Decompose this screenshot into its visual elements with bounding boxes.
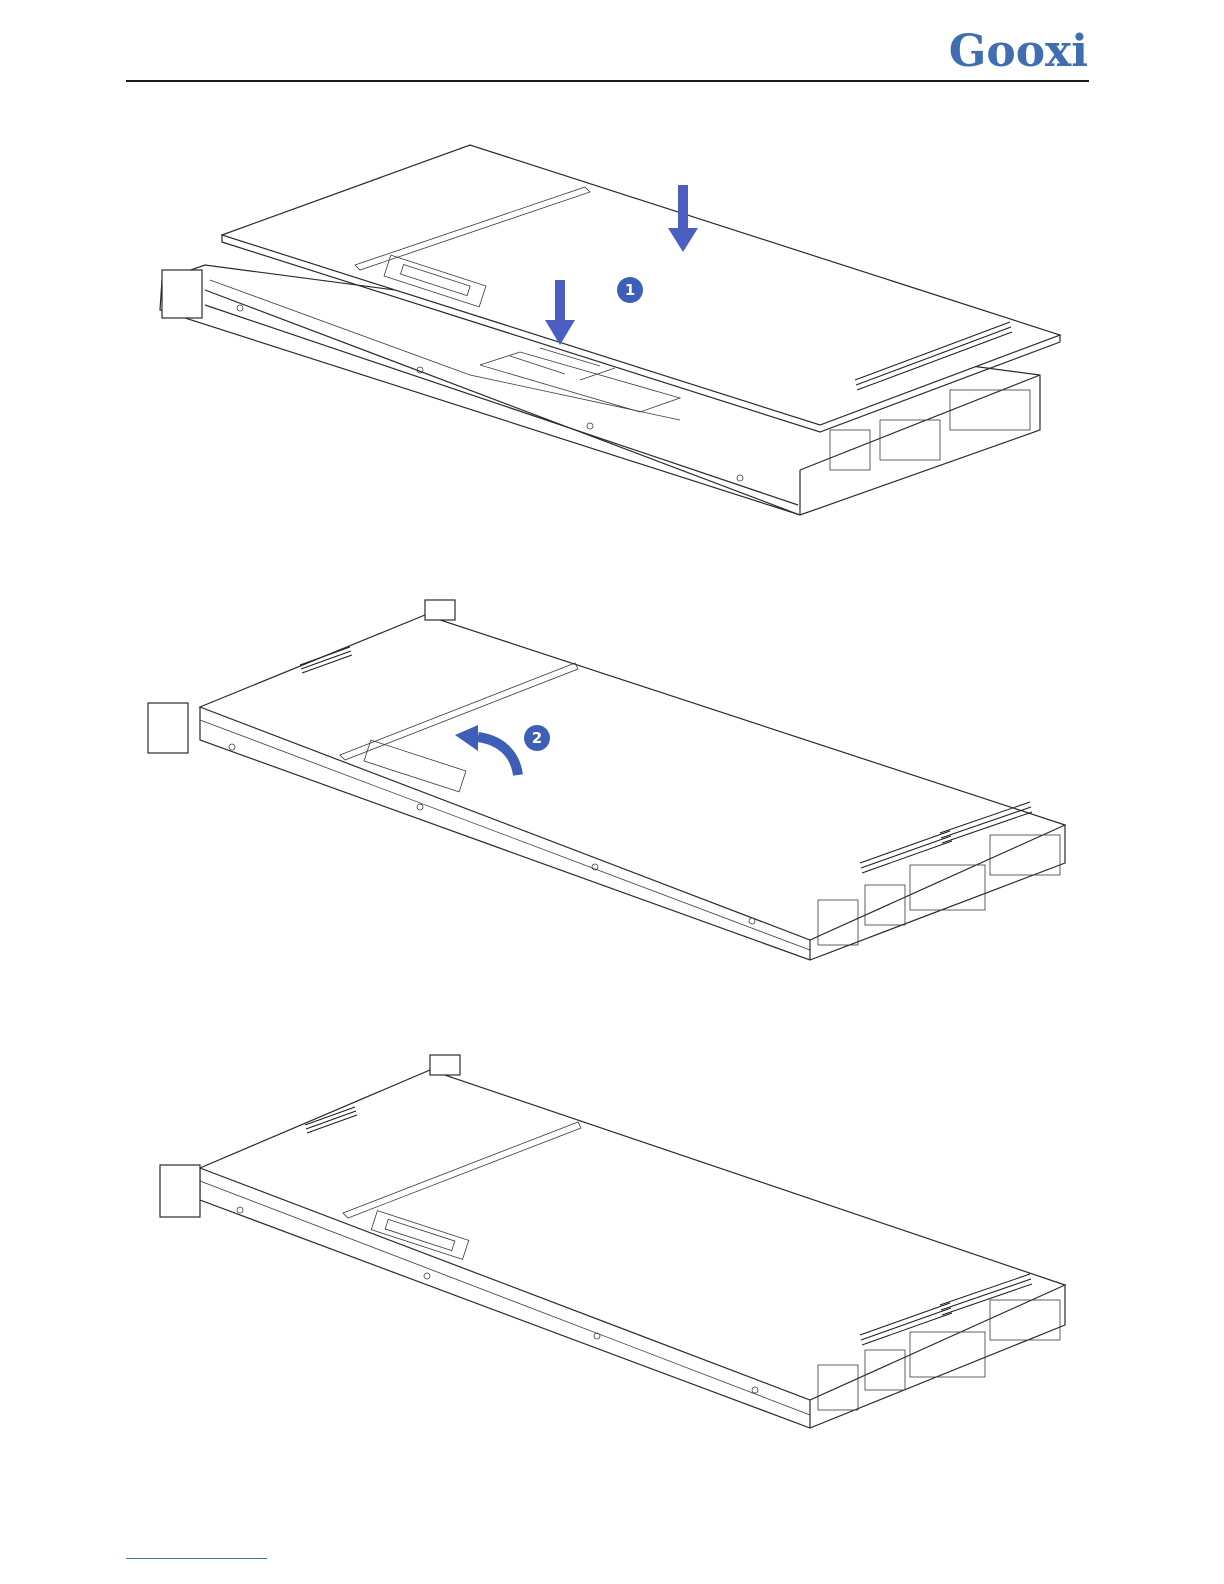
figure-step-1: 1 xyxy=(0,130,1224,530)
closed-chassis xyxy=(160,1055,1065,1428)
closed-chassis xyxy=(148,600,1065,960)
figure-step-3 xyxy=(0,1050,1224,1440)
server-closed-illustration xyxy=(0,1050,1224,1440)
page-header: Gooxi xyxy=(0,0,1224,90)
brand-logo: Gooxi xyxy=(949,26,1088,77)
figure-step-2: 2 xyxy=(0,595,1224,965)
step-number: 1 xyxy=(625,281,635,299)
step-marker-2: 2 xyxy=(524,725,550,751)
header-divider xyxy=(126,80,1089,82)
server-latch-closing-illustration: 2 xyxy=(0,595,1224,965)
footer-divider xyxy=(126,1558,267,1559)
step-marker-1: 1 xyxy=(617,277,643,303)
step-number: 2 xyxy=(532,729,542,747)
server-lid-lowering-illustration: 1 xyxy=(0,130,1224,530)
